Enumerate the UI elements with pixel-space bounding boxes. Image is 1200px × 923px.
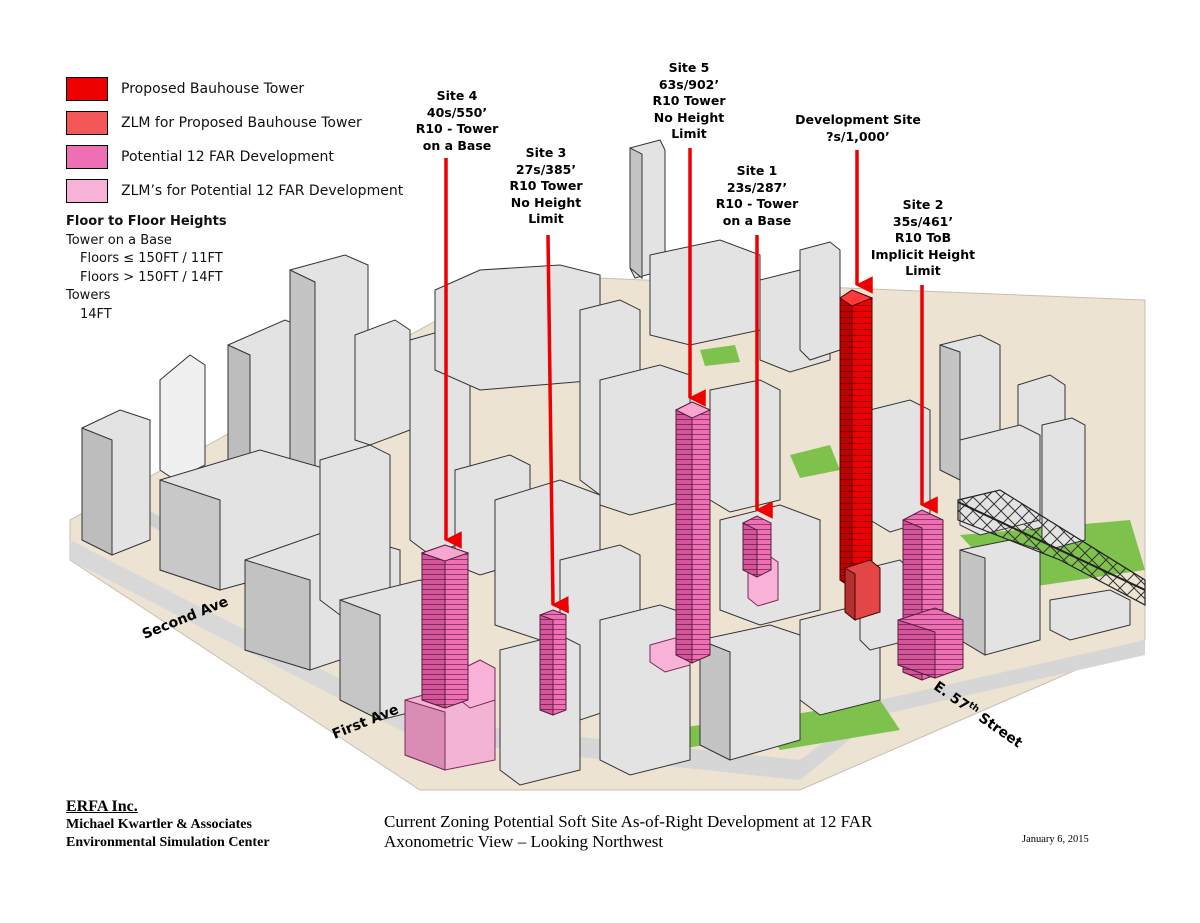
legend: Proposed Bauhouse Tower ZLM for Proposed… [66,72,403,208]
legend-item-proposed-tower: Proposed Bauhouse Tower [66,72,403,106]
site-5-tower [674,401,712,664]
caption-subtitle: Axonometric View – Looking Northwest [384,832,664,851]
towers-value: 14FT [80,306,112,322]
legend-item-zlm-proposed: ZLM for Proposed Bauhouse Tower [66,106,403,140]
legend-item-potential-12far: Potential 12 FAR Development [66,140,403,174]
arrow-site-3 [546,234,569,614]
callout-site-1: Site 1 23s/287’ R10 - Tower on a Base [716,163,799,229]
callout-site-2: Site 2 35s/461’ R10 ToB Implicit Height … [871,197,975,280]
towers-label: Towers [66,288,111,303]
legend-swatch [66,77,108,101]
callout-line: Site 3 [525,145,567,160]
callout-line: 35s/461’ [892,213,954,229]
callout-line: Site 2 [902,197,944,212]
legend-label: ZLM’s for Potential 12 FAR Development [121,183,404,199]
existing-buildings [81,139,1131,786]
callout-development-site: Development Site ?s/1,000’ [795,112,921,145]
legend-swatch [66,179,108,203]
bridge [957,489,1146,606]
site-3-tower [539,609,567,716]
potential-12far-towers [420,401,964,716]
floor-rule-low: Floors ≤ 150FT / 11FT [80,251,223,266]
callout-line: ?s/1,000’ [826,128,890,144]
site-2-tower [897,509,964,681]
org-name: ERFA Inc. [66,798,138,815]
callout-line: Site 4 [436,88,478,103]
callout-line: 63s/902’ [658,76,720,92]
bauhouse-tower [839,289,881,622]
callout-line: 23s/287’ [726,179,788,195]
callout-line: R10 - Tower [415,121,499,136]
legend-label: Proposed Bauhouse Tower [121,81,305,97]
legend-swatch [66,111,108,135]
site-4-tower [420,544,470,709]
callout-line: R10 Tower [652,93,726,108]
legend-item-zlm-potential: ZLM’s for Potential 12 FAR Development [66,174,403,208]
floor-heights-heading: Floor to Floor Heights [66,214,227,229]
credits: ERFA Inc. Michael Kwartler & Associates … [66,798,270,852]
callout-line: 27s/385’ [515,161,577,177]
callout-site-4: Site 4 40s/550’ R10 - Tower on a Base [416,88,499,154]
callout-line: Limit [671,126,707,141]
callout-site-5: Site 5 63s/902’ R10 Tower No Height Limi… [652,60,725,143]
legend-label: ZLM for Proposed Bauhouse Tower [121,115,362,131]
legend-swatch [66,145,108,169]
floor-heights-note: Floor to Floor Heights Tower on a Base F… [66,213,227,324]
legend-label: Potential 12 FAR Development [121,149,334,165]
callout-arrows [444,148,938,614]
callout-line: Limit [905,263,941,278]
figure-date: January 6, 2015 [1022,834,1089,845]
tower-on-base-label: Tower on a Base [66,232,172,248]
callout-line: Limit [528,211,564,226]
callout-line: on a Base [422,137,492,153]
floor-rule-high: Floors > 150FT / 14FT [80,269,223,285]
callout-line: Implicit Height [870,246,976,262]
caption-title: Current Zoning Potential Soft Site As-of… [384,812,873,831]
callout-site-3: Site 3 27s/385’ R10 Tower No Height Limi… [509,145,582,228]
callout-line: Site 5 [668,60,710,75]
callout-line: No Height [653,109,725,125]
callout-line: Site 1 [736,163,778,178]
figure-caption: Current Zoning Potential Soft Site As-of… [384,812,872,852]
callout-line: R10 - Tower [715,196,799,211]
callout-line: No Height [510,194,582,210]
callout-line: on a Base [722,212,792,228]
callout-line: R10 ToB [894,230,952,245]
callout-line: 40s/550’ [426,104,488,120]
credit-line: Michael Kwartler & Associates [66,817,252,832]
credit-line: Environmental Simulation Center [66,835,270,850]
site-1-tower [742,515,772,578]
callout-line: Development Site [795,112,921,127]
callout-line: R10 Tower [509,178,583,193]
